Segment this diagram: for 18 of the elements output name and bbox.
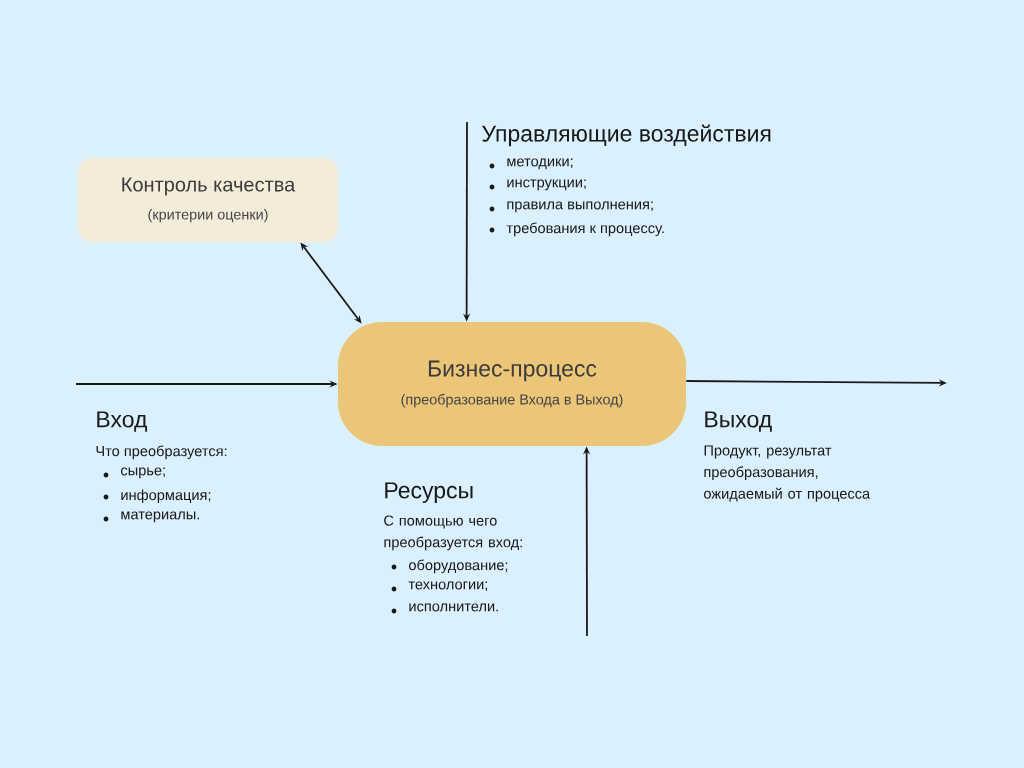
quality-control-box: Контроль качества (критерии оценки) [78,158,338,242]
list-item: сырье; [121,467,165,479]
section-heading: Управляющие воздействия [482,124,771,147]
list-item: инструкции; [507,179,586,191]
list-item: правила выполнения; [507,201,653,213]
section-heading: Ресурсы [385,482,473,503]
process-box: Бизнес-процесс (преобразование Входа в Выход) [338,322,686,446]
list-item: материалы. [121,511,199,523]
section-heading: Вход [97,411,148,432]
description-text: Что преобразуется: [96,445,227,460]
list-item: требования к процессу. [506,222,664,237]
list-item: методики; [507,158,573,170]
list-item: оборудование; [409,559,508,574]
description-text: Продукт, результат преобразования, ожидаемый от процесса [704,445,871,502]
list-item: технологии; [408,581,488,592]
list-item: информация; [121,489,211,503]
list-item: исполнители. [409,603,498,612]
description-text: С помощью чего преобразуется вход: [384,515,522,551]
